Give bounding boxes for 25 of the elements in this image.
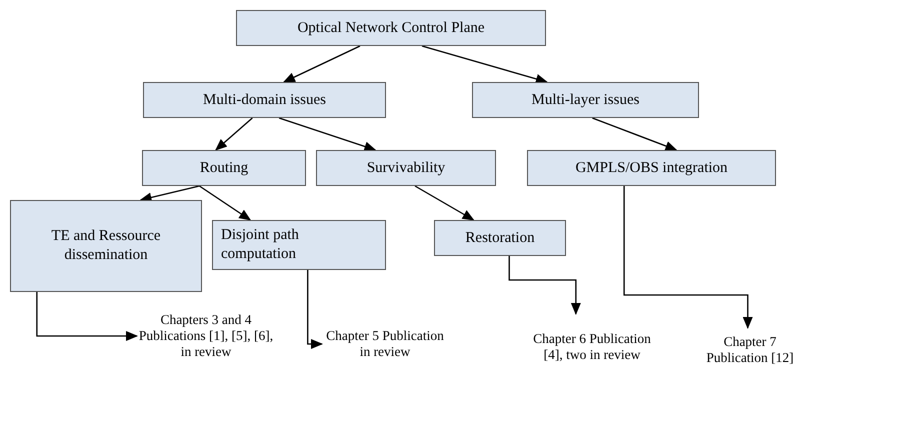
process-box: Disjoint path computation — [212, 220, 386, 270]
chapter-note: Chapter 5 Publication in review — [322, 322, 448, 366]
chapter-note: Chapter 6 Publication [4], two in review — [530, 314, 654, 380]
chapter-note: Chapters 3 and 4 Publications [1], [5], [6], in review — [137, 304, 275, 368]
process-box: Routing — [142, 150, 306, 186]
arrow — [283, 45, 360, 83]
arrow — [36, 292, 138, 341]
arrow — [422, 45, 548, 84]
arrow — [508, 256, 581, 315]
arrow — [592, 117, 678, 151]
arrow — [215, 118, 253, 151]
arrow — [623, 186, 753, 329]
process-box: Multi-domain issues — [143, 82, 386, 118]
process-box: Restoration — [434, 220, 566, 256]
process-box: Optical Network Control Plane — [236, 10, 546, 46]
chapter-note: Chapter 7 Publication [12] — [694, 328, 806, 372]
arrow — [199, 185, 252, 221]
process-box: GMPLS/OBS integration — [527, 150, 776, 186]
arrow — [278, 117, 376, 152]
arrow — [307, 270, 323, 349]
process-box: TE and Ressource dissemination — [10, 200, 202, 292]
arrow — [140, 185, 200, 202]
process-box: Survivability — [316, 150, 496, 186]
process-box: Multi-layer issues — [472, 82, 699, 118]
arrow — [414, 185, 474, 221]
